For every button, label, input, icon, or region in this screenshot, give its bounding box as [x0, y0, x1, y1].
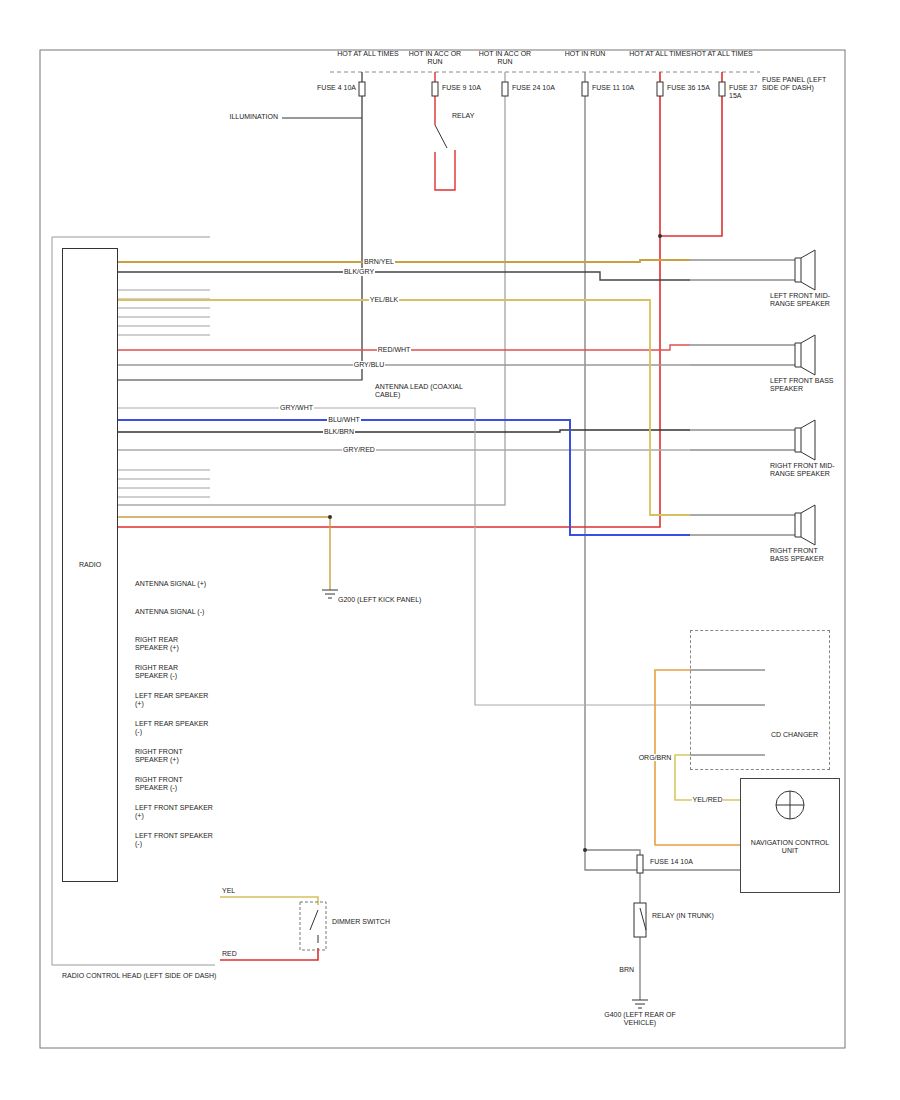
wire [118, 260, 690, 262]
diagram-label: RED [222, 950, 252, 958]
speaker: RIGHT FRONT MID-RANGE SPEAKER [690, 420, 840, 481]
wire [118, 449, 690, 450]
diagram-label: RIGHT FRONT SPEAKER (-) [135, 776, 213, 793]
wire-color-code: ORG/BRN [638, 754, 673, 762]
node-label: NAVIGATION CONTROL UNIT [747, 839, 833, 856]
diagram-label: FUSE 14 10A [650, 858, 710, 866]
diagram-label: HOT IN ACC OR RUN [474, 50, 536, 67]
diagram-label: HOT AT ALL TIMES [629, 50, 691, 58]
splice-dot [328, 515, 332, 519]
unit-symbol [776, 791, 804, 819]
control-unit-box: NAVIGATION CONTROL UNIT [740, 778, 840, 893]
fuse-symbol [719, 82, 725, 96]
node-label: LEFT FRONT MID-RANGE SPEAKER [770, 292, 838, 309]
diagram-label: HOT AT ALL TIMES [691, 50, 753, 58]
connector-pin [690, 670, 765, 755]
diagram-label: RIGHT FRONT SPEAKER (+) [135, 748, 213, 765]
wire [675, 755, 740, 800]
wire-color-code: GRY/BLU [353, 361, 386, 369]
diagram-label: FUSE 4 10A [300, 84, 356, 92]
power-wire [118, 72, 362, 380]
diagram-label: ILLUMINATION [212, 113, 278, 121]
switch-wire [220, 897, 318, 905]
diagram-label: G400 (LEFT REAR OF VEHICLE) [595, 1011, 685, 1028]
fuse-symbol [432, 82, 438, 96]
speaker: LEFT FRONT MID-RANGE SPEAKER [690, 250, 840, 311]
fuse-symbol [582, 82, 588, 96]
ground-symbol [322, 590, 338, 598]
diagram-label: ANTENNA SIGNAL (+) [135, 580, 213, 588]
power-wire [118, 72, 505, 505]
wire-color-code: GRY/RED [342, 446, 376, 454]
switch-housing [300, 902, 326, 950]
diagram-label: G200 (LEFT KICK PANEL) [338, 596, 428, 604]
fuse-symbol [657, 82, 663, 96]
switch-symbol [310, 910, 318, 943]
diagram-label: RELAY (IN TRUNK) [652, 912, 714, 920]
fuse-symbol [359, 82, 365, 96]
unit-symbol [776, 791, 804, 819]
diagram-label: FUSE 24 10A [512, 84, 570, 92]
wire-color-code: RED/WHT [377, 346, 412, 354]
diagram-label: RELAY [452, 112, 492, 120]
ground-wire [118, 517, 330, 590]
wire-color-code: YEL/RED [692, 796, 724, 804]
diagram-label: LEFT REAR SPEAKER (-) [135, 720, 213, 737]
wire-color-code: BLU/WHT [327, 416, 361, 424]
node-label: CD CHANGER [771, 731, 825, 739]
diagram-label: LEFT FRONT SPEAKER (-) [135, 832, 213, 849]
diagram-label: DIMMER SWITCH [332, 918, 402, 926]
diagram-label: BRN [604, 966, 634, 974]
diagram-label: FUSE 11 10A [592, 84, 650, 92]
node-label: RIGHT FRONT MID-RANGE SPEAKER [770, 462, 838, 479]
diagram-label: ANTENNA SIGNAL (-) [135, 608, 213, 616]
relay-switch [435, 125, 447, 148]
relay-symbol [634, 903, 646, 937]
diagram-label: HOT IN RUN [554, 50, 616, 58]
splice-dot [658, 234, 662, 238]
wire [118, 430, 690, 432]
fuse-symbol [502, 82, 508, 96]
diagram-label: ANTENNA LEAD (COAXIAL CABLE) [375, 383, 470, 400]
speaker: LEFT FRONT BASS SPEAKER [690, 335, 840, 396]
wire-color-code: BLK/GRY [343, 268, 375, 276]
node-label: LEFT FRONT BASS SPEAKER [770, 377, 838, 394]
wire-color-code: BRN/YEL [363, 258, 395, 266]
node-label: RADIO [79, 561, 101, 569]
wire [118, 408, 690, 705]
wire-color-code: GRY/WHT [279, 404, 314, 412]
node-label: RIGHT FRONT BASS SPEAKER [770, 547, 838, 564]
wire-color-code: BLK/BRN [323, 428, 355, 436]
diagram-label: FUSE 37 15A [729, 84, 759, 101]
wire [118, 364, 690, 365]
diagram-label: FUSE PANEL (LEFT SIDE OF DASH) [762, 76, 840, 93]
fuse-panel-outline [330, 72, 760, 73]
diagram-label: FUSE 36 15A [667, 84, 717, 92]
fuse-symbol [637, 855, 643, 873]
diagram-label: FUSE 9 10A [442, 84, 500, 92]
radio-unit-box: RADIO [62, 248, 118, 882]
speaker: RIGHT FRONT BASS SPEAKER [690, 505, 840, 566]
page-frame [40, 50, 845, 1048]
diagram-label: LEFT REAR SPEAKER (+) [135, 692, 213, 709]
component-bracket [52, 237, 215, 965]
ground-symbol [632, 1000, 648, 1008]
wire-color-code: YEL/BLK [369, 296, 399, 304]
diagram-label: HOT AT ALL TIMES [337, 50, 399, 58]
splice-dot [583, 848, 587, 852]
connector-block: CD CHANGER [690, 630, 830, 770]
diagram-label: LEFT FRONT SPEAKER (+) [135, 804, 213, 821]
diagram-label: RADIO CONTROL HEAD (LEFT SIDE OF DASH) [62, 972, 282, 980]
diagram-label: YEL [222, 887, 252, 895]
diagram-label: RIGHT REAR SPEAKER (-) [135, 664, 213, 681]
relay-switch [640, 908, 646, 930]
wire [118, 272, 690, 280]
diagram-label: HOT IN ACC OR RUN [404, 50, 466, 67]
diagram-label: RIGHT REAR SPEAKER (+) [135, 636, 213, 653]
power-wire [660, 72, 722, 236]
pin-stub [118, 290, 210, 497]
wire [118, 420, 690, 535]
